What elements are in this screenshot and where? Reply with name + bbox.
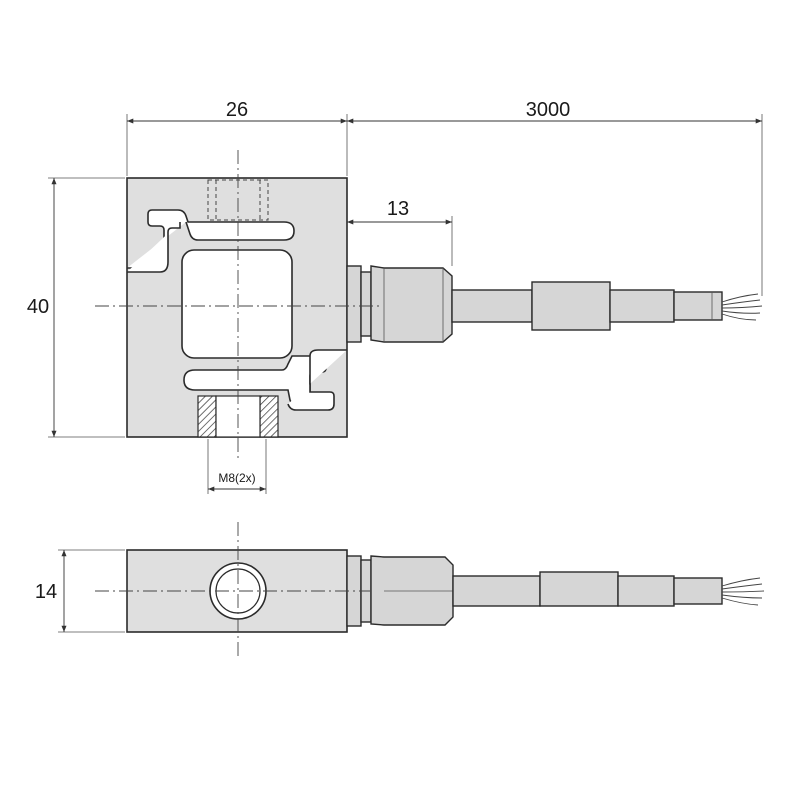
cable-sleeve <box>531 281 611 331</box>
dimensions-front: 26 3000 40 13 M8(2x) <box>27 99 763 494</box>
cable-end-sleeve <box>673 291 723 321</box>
dim-thickness-label: 14 <box>35 581 57 603</box>
cable-gland-collar <box>360 271 372 337</box>
upper-slot-hook <box>127 222 181 273</box>
dim-height-label: 40 <box>27 296 49 318</box>
side-cable-sleeve <box>539 571 619 607</box>
cable-gland-nut <box>370 265 453 343</box>
lower-slot-hook <box>287 349 347 411</box>
cable-segment-1 <box>451 289 533 323</box>
thread-hatch-right <box>259 395 279 438</box>
front-view <box>95 150 763 462</box>
side-cable-end-sleeve <box>673 577 723 605</box>
side-cable-segment-1 <box>452 575 541 607</box>
side-gland-nut <box>370 555 454 626</box>
dim-thread-label: M8(2x) <box>218 471 255 485</box>
upper-slot <box>127 209 295 269</box>
thread-hatch-left <box>197 395 217 438</box>
cable-segment-2 <box>609 289 675 323</box>
dim-width-label: 26 <box>226 99 248 121</box>
central-window <box>181 249 293 359</box>
cable-gland-base <box>346 265 362 343</box>
dimensions-side: 14 <box>35 549 125 633</box>
dim-connector-label: 13 <box>387 198 409 220</box>
dim-cable-length-label: 3000 <box>526 99 571 121</box>
cable-wires <box>721 293 763 321</box>
side-cable-wires <box>721 577 765 606</box>
side-view <box>95 522 765 660</box>
side-cable-segment-2 <box>617 575 675 607</box>
